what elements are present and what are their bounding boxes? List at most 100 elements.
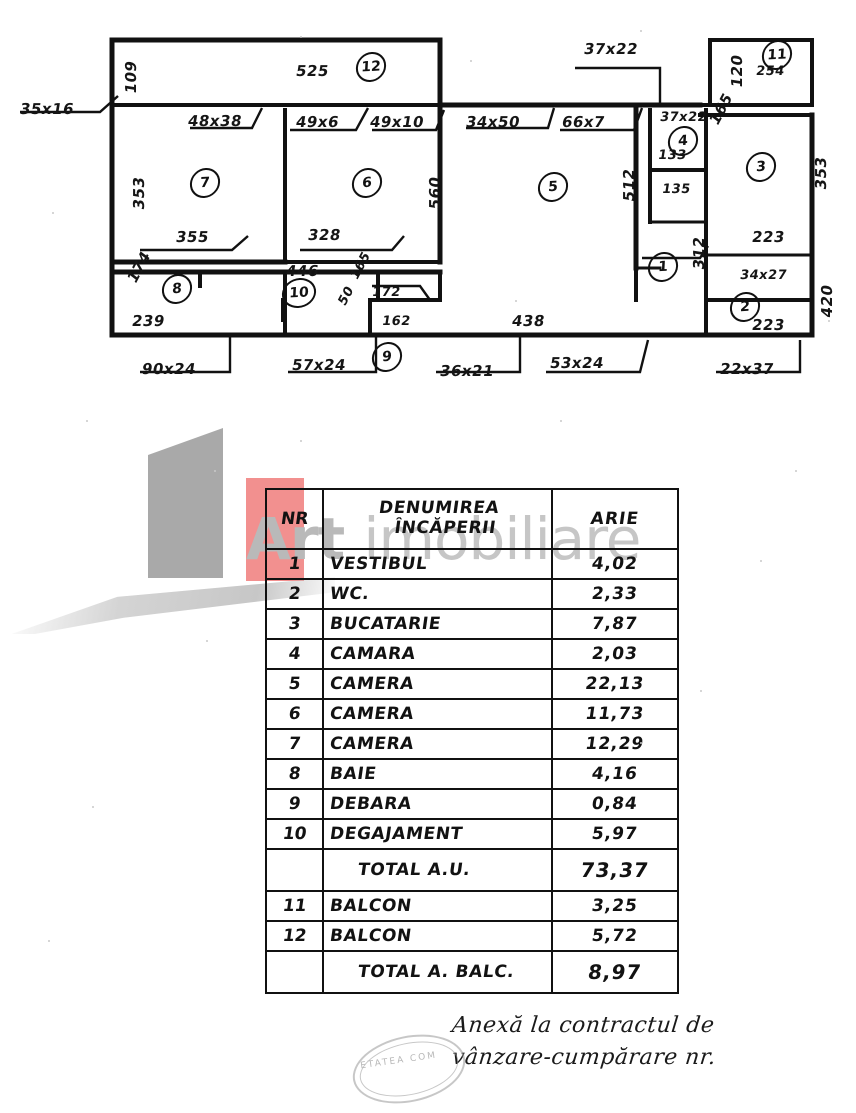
cell-room-name: CAMARA [321,639,555,669]
dim-window-34x50: 34x50 [464,113,522,131]
dim-bottom-53x24: 53x24 [548,354,606,372]
scan-speck [48,940,50,942]
cell-room-name: TOTAL A. BALC. [320,951,556,993]
header-name: DENUMIREA ÎNCĂPERII [319,489,557,549]
cell-room-name: VESTIBUL [321,549,555,579]
dim-window-48x38: 48x38 [186,112,244,130]
cell-nr: 5 [263,669,326,699]
scan-speck [470,60,472,62]
floor-plan-svg [20,37,815,374]
dim-room3-bottom: 223 [750,228,787,246]
scan-speck [86,420,88,422]
cell-area: 2,33 [550,579,681,609]
dim-left-opening: 35x16 [18,100,76,118]
dim-debara-162: 162 [380,314,412,329]
watermark-gray-shape [148,428,223,578]
scan-speck [828,320,830,322]
cell-area: 22,13 [550,669,681,699]
table-header-row: NR DENUMIREA ÎNCĂPERII ARIE [261,489,683,549]
scan-speck [206,640,208,642]
cell-nr: 11 [263,891,326,921]
floor-plan-drawing: 35x16 109 353 355 48x38 525 49x6 49x10 5… [0,0,856,400]
cell-area: 7,87 [550,609,681,639]
cell-nr: 9 [263,789,326,819]
cell-area: 4,02 [550,549,681,579]
scan-speck [52,212,54,214]
cell-room-name: CAMERA [321,669,555,699]
cell-room-name: WC. [321,579,555,609]
scan-speck [560,420,562,422]
cell-area: 4,16 [550,759,681,789]
scan-speck [640,30,642,32]
dim-top-left-wall: 109 [122,59,140,95]
dim-debara-172: 172 [370,285,402,300]
cell-nr: 8 [263,759,326,789]
table-total-row: TOTAL A. BALC.8,97 [263,951,681,993]
contract-annex-note: Anexă la contractul de vânzare-cumpărare… [450,1010,852,1074]
dim-room3-right: 353 [812,155,830,191]
cell-area: 5,97 [550,819,681,849]
cell-nr: 3 [263,609,326,639]
dim-hall-bottom: 438 [510,312,547,330]
cell-nr: 1 [263,549,326,579]
cell-room-name: TOTAL A.U. [320,849,556,891]
dim-room2-bottom: 223 [750,316,787,334]
dim-room4-top: 37x22 [658,110,709,125]
dim-room2-top: 34x27 [738,268,789,283]
dim-room6-right: 560 [426,175,444,211]
dim-window-49x6: 49x6 [294,113,341,131]
cell-area: 2,03 [550,639,681,669]
header-name-line2: ÎNCĂPERII [393,518,498,538]
scan-speck [92,806,94,808]
header-area: ARIE [548,489,683,549]
scan-speck [760,560,762,562]
dim-bottom-90x24: 90x24 [140,360,198,378]
scan-speck [640,742,642,744]
header-nr: NR [261,489,328,549]
dim-room10-top: 328 [306,226,343,244]
cell-room-name: DEGAJAMENT [321,819,555,849]
cell-nr [263,849,327,891]
dim-below-135: 135 [660,182,692,197]
scan-speck [795,470,797,472]
header-name-line1: DENUMIREA [377,498,501,519]
dim-room7-left: 353 [130,175,148,211]
note-line-2: vânzare-cumpărare nr. [450,1044,718,1070]
dim-room8-bottom: 239 [130,312,167,330]
cell-nr: 7 [263,729,326,759]
dim-window-66x7: 66x7 [560,113,607,131]
scan-speck [214,470,216,472]
dim-top-37x22: 37x22 [582,40,640,58]
cell-area: 73,37 [549,849,681,891]
dim-bottom-22x37: 22x37 [718,360,776,378]
dim-bottom-36x21: 36x21 [438,362,496,380]
cell-nr: 6 [263,699,326,729]
table-total-row: TOTAL A.U.73,37 [263,849,681,891]
cell-area: 5,72 [550,921,681,951]
cell-room-name: BUCATARIE [321,609,555,639]
dim-hall-right: 312 [690,235,708,271]
cell-nr: 10 [263,819,326,849]
cell-nr: 4 [263,639,326,669]
cell-room-name: BALCON [321,891,555,921]
cell-room-name: BALCON [321,921,555,951]
scan-speck [300,440,302,442]
cell-area: 0,84 [550,789,681,819]
cell-room-name: CAMERA [321,699,555,729]
dim-top-525: 525 [294,62,331,80]
